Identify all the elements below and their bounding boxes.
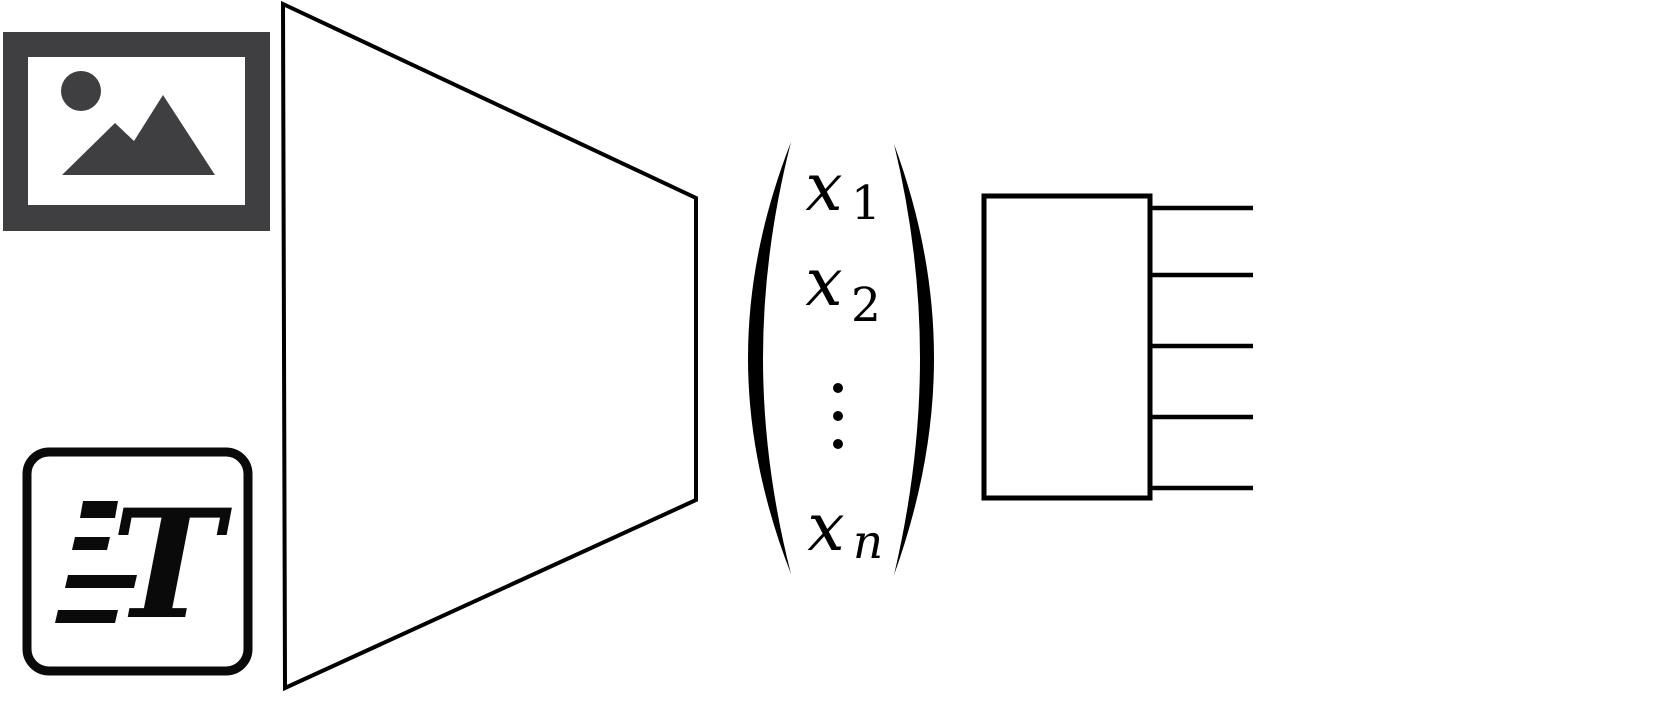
text-icon-letter: T [111,477,232,653]
feature-vector: x 1 x 2 x n [748,142,934,575]
vector-entry-x1-subscript: 1 [851,176,881,231]
image-input-icon [3,32,270,231]
text-icon-line-2 [72,537,110,550]
output-block [981,193,1153,501]
image-icon-mountains [62,95,215,175]
left-parenthesis [748,142,791,574]
vector-dots [833,383,843,449]
image-icon-sun [61,71,101,111]
vector-dot-3 [833,439,843,449]
vector-entry-x1-base: x [805,149,842,226]
text-icon-line-3 [65,575,137,588]
vector-dot-2 [833,411,843,421]
text-icon-line-4 [55,610,118,623]
right-parenthesis [894,144,934,575]
output-lines [1148,205,1253,491]
text-icon-line-1 [80,501,118,518]
image-icon-frame-inner [28,57,245,205]
vector-dot-1 [833,383,843,393]
vector-entry-xn-subscript: n [853,515,883,570]
text-input-icon: T [22,447,253,676]
encoder-trapezoid [280,0,698,692]
vector-entry-x2-subscript: 2 [851,278,881,333]
vector-entry-xn-base: x [807,489,844,566]
vector-entry-x2-base: x [805,244,842,321]
